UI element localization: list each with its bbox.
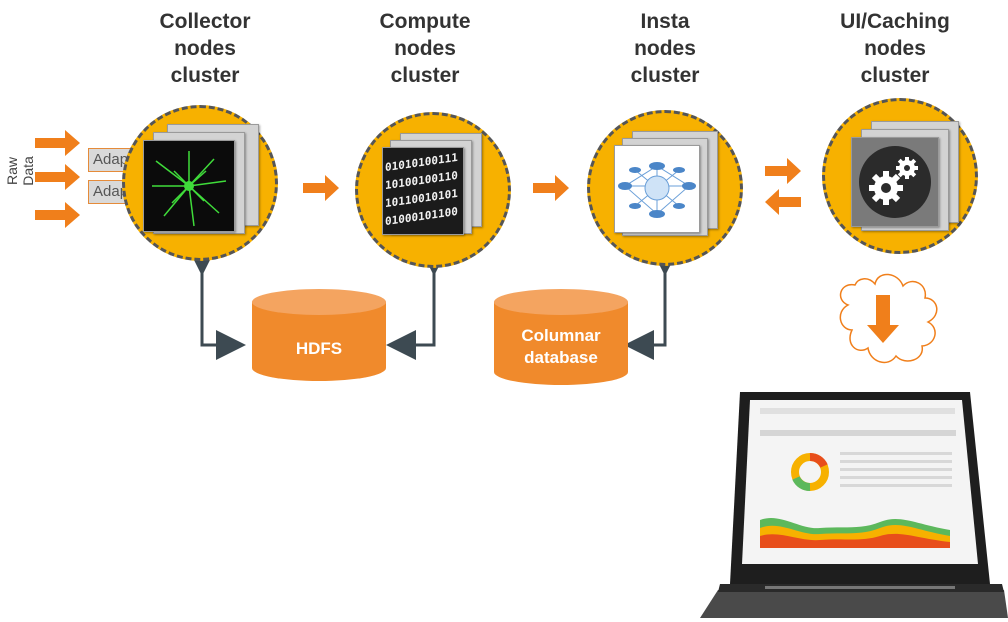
hdfs-label: HDFS — [295, 339, 343, 358]
database-network-icon — [618, 162, 696, 218]
flow-arrows — [303, 158, 801, 215]
insta-card-front — [614, 145, 700, 233]
network-burst-icon — [152, 151, 227, 227]
compute-card-front: 01010100111 10100100110 10110010101 0100… — [382, 147, 464, 235]
ui-card-front — [851, 137, 939, 227]
gears-icon — [859, 146, 931, 218]
compute-node: 01010100111 10100100110 10110010101 0100… — [355, 112, 511, 268]
collector-card-front — [143, 140, 235, 232]
insta-title: Insta nodes cluster — [630, 10, 700, 87]
collector-node — [122, 105, 278, 261]
insta-node — [587, 110, 743, 266]
db-connectors — [187, 246, 680, 360]
raw-input-arrows — [35, 130, 80, 228]
ui-caching-node — [822, 98, 978, 254]
compute-title: Compute nodes cluster — [379, 10, 471, 87]
columnar-database-label: Columnar database — [521, 326, 601, 367]
ui-caching-title: UI/Caching nodes cluster — [840, 10, 950, 87]
collector-title: Collector nodes cluster — [159, 10, 251, 87]
